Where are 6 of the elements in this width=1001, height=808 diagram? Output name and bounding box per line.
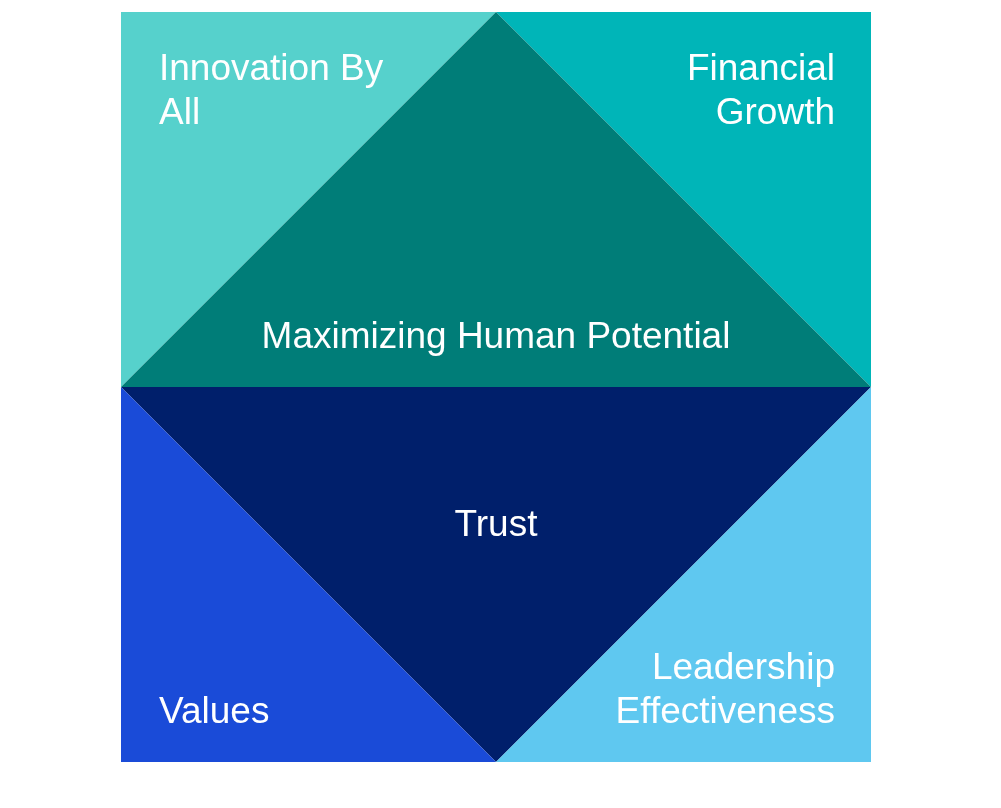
panel-title: Leadership Effectiveness (615, 646, 835, 731)
panel-title: Financial Growth (686, 47, 835, 132)
panel-title: Values (159, 690, 270, 731)
panel-title: Innovation By All (159, 47, 384, 132)
panel-title: Trust (454, 503, 538, 544)
panel-title: Maximizing Human Potential (261, 315, 731, 356)
